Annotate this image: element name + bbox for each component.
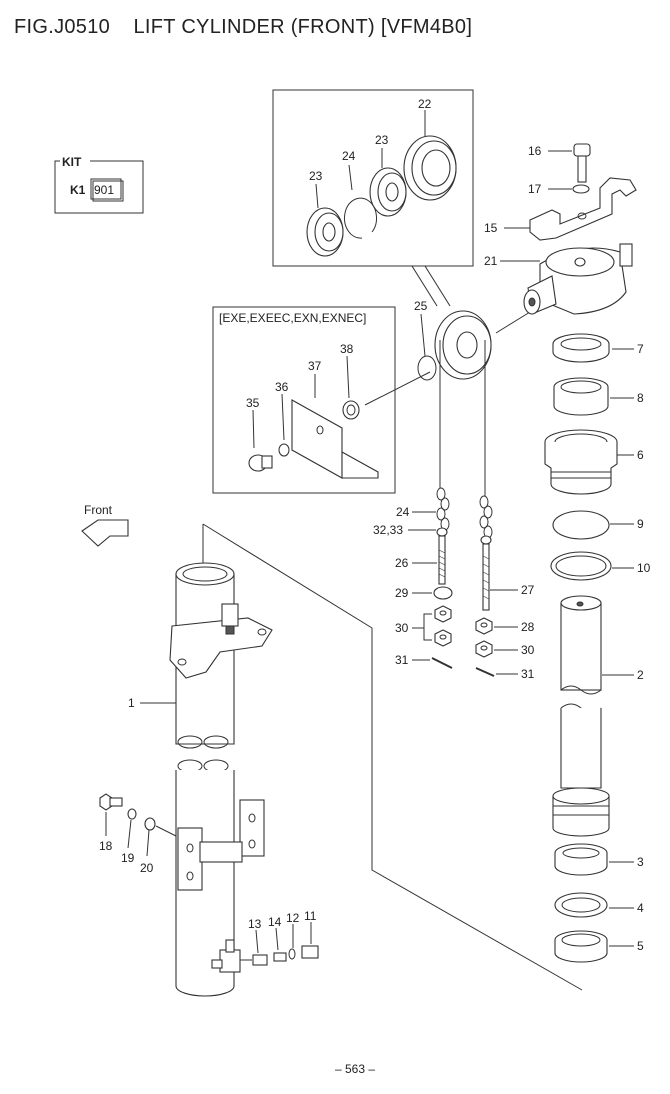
- callout-23: 23: [375, 133, 389, 147]
- fitting-part: [301, 945, 319, 959]
- callout-28: 28: [521, 620, 535, 634]
- bolt-part: [573, 143, 591, 183]
- page-number: – 563 –: [334, 1062, 376, 1076]
- callout-25: 25: [414, 299, 428, 313]
- cotter-pin-part: [431, 657, 453, 669]
- callout-18: 18: [99, 839, 113, 853]
- callout-14: 14: [268, 915, 282, 929]
- callout-30: 30: [521, 643, 535, 657]
- callout-11: 11: [304, 909, 317, 923]
- callout-23: 23: [309, 169, 323, 183]
- chain-anchor-part: [479, 495, 493, 611]
- snap-ring-part: [344, 197, 377, 239]
- callout-24: 24: [342, 149, 356, 163]
- callout-5: 5: [637, 939, 644, 953]
- callout-36: 36: [275, 380, 289, 394]
- snap-ring-part: [417, 355, 437, 381]
- callout-26: 26: [395, 556, 409, 570]
- callout-10: 10: [637, 561, 651, 575]
- gland-part: [544, 429, 618, 495]
- bushing-part: [553, 377, 609, 416]
- kit-header: KIT: [62, 155, 82, 169]
- cotter-pin-part: [475, 667, 495, 677]
- callout-4: 4: [637, 901, 644, 915]
- front-label: Front: [84, 503, 113, 517]
- callout-13: 13: [248, 917, 262, 931]
- seal-ring-part: [554, 892, 608, 918]
- ball-bearing-part: [369, 167, 407, 217]
- callout-2: 2: [637, 668, 644, 682]
- callout-21: 21: [484, 254, 498, 268]
- bolt-part: [248, 454, 273, 472]
- washer-part: [144, 817, 156, 831]
- callout-24: 24: [396, 505, 410, 519]
- nut-part: [475, 617, 493, 658]
- o-ring-part: [288, 948, 296, 960]
- bracket-part: [291, 399, 379, 479]
- washer-part: [278, 443, 290, 457]
- kit-row-value: 901: [94, 183, 114, 197]
- cylinder-tube-part: [169, 562, 273, 997]
- callout-20: 20: [140, 861, 154, 875]
- callout-37: 37: [308, 359, 322, 373]
- washer-part: [433, 586, 453, 600]
- callout-27: 27: [521, 583, 535, 597]
- kit-row-code: K1: [70, 183, 86, 197]
- variant-label: [EXE,EXEEC,EXN,EXNEC]: [219, 311, 366, 325]
- bolt-part: [99, 793, 123, 811]
- piston-rod-part: [552, 595, 610, 837]
- front-direction-arrow: Front: [81, 503, 129, 547]
- callout-17: 17: [528, 182, 542, 196]
- mounting-plate-part: [529, 177, 637, 241]
- variant-detail-box: [EXE,EXEEC,EXN,EXNEC] 35 36 37 38: [212, 306, 431, 494]
- callout-7: 7: [637, 342, 644, 356]
- valve-body-part: [252, 954, 268, 966]
- callout-31: 31: [395, 653, 409, 667]
- callout-9: 9: [637, 517, 644, 531]
- washer-part: [127, 808, 137, 820]
- callout-32-33: 32,33: [373, 523, 403, 537]
- seal-ring-part: [552, 333, 610, 363]
- callout-31: 31: [521, 667, 535, 681]
- cylinder-head-part: [523, 243, 633, 315]
- collar-part: [342, 400, 360, 420]
- sheave-part: [403, 135, 457, 201]
- callout-12: 12: [286, 911, 300, 925]
- callout-3: 3: [637, 855, 644, 869]
- nut-part: [434, 605, 452, 647]
- callout-29: 29: [395, 586, 409, 600]
- figure-title: FIG.J0510 LIFT CYLINDER (FRONT) [VFM4B0]: [14, 16, 473, 38]
- callout-16: 16: [528, 144, 542, 158]
- callout-30: 30: [395, 621, 409, 635]
- kit-box: KIT K1 901: [54, 153, 144, 214]
- callout-1: 1: [128, 696, 135, 710]
- wear-ring-part: [554, 930, 608, 963]
- bushing-part: [554, 843, 608, 876]
- callout-19: 19: [121, 851, 135, 865]
- ball-bearing-part: [306, 207, 344, 257]
- spring-part: [273, 952, 287, 962]
- callout-22: 22: [418, 97, 432, 111]
- o-ring-part: [552, 510, 610, 540]
- chain-sheave-part: [434, 310, 492, 380]
- chain-anchor-part: [436, 487, 450, 585]
- bearing-detail-box: 22 23 24 23: [272, 89, 474, 307]
- seal-ring-part: [550, 551, 612, 581]
- callout-8: 8: [637, 391, 644, 405]
- callout-35: 35: [246, 396, 260, 410]
- washer-part: [572, 184, 590, 194]
- callout-6: 6: [637, 448, 644, 462]
- callout-38: 38: [340, 342, 354, 356]
- callout-15: 15: [484, 221, 498, 235]
